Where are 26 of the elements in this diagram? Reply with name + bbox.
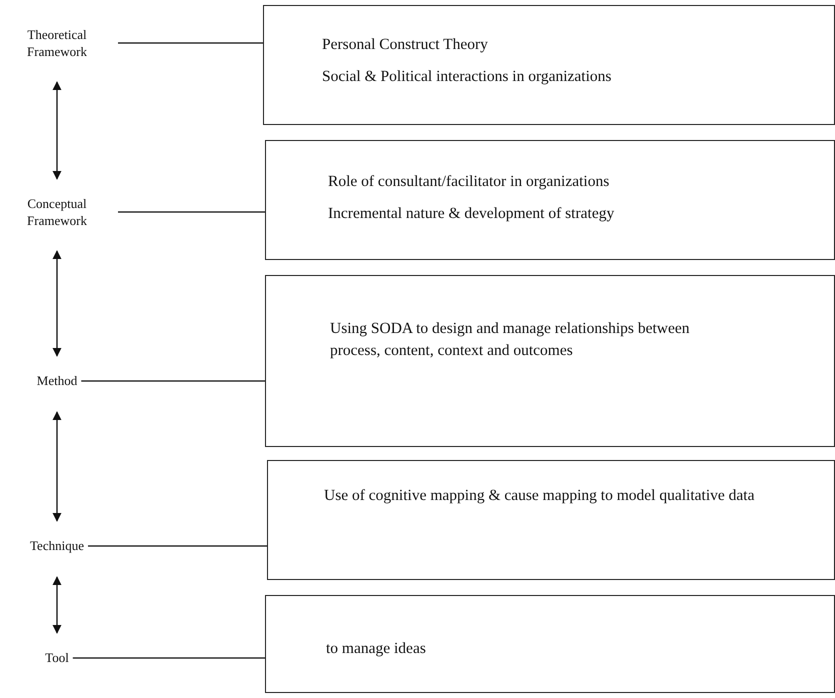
level-label: Tool xyxy=(45,649,69,666)
content-box xyxy=(265,595,835,693)
content-box xyxy=(265,275,835,447)
connector-line xyxy=(118,42,263,44)
connector-line xyxy=(118,211,265,213)
level-label: Method xyxy=(36,372,78,389)
content-box xyxy=(265,140,835,260)
double-arrow xyxy=(52,576,62,634)
connector-line xyxy=(81,380,265,382)
double-arrow xyxy=(52,411,62,522)
level-label: Theoretical Framework xyxy=(26,26,88,60)
box-text: Role of consultant/facilitator in organizations xyxy=(328,172,610,192)
box-text: to manage ideas xyxy=(326,639,427,659)
level-label: Conceptual Framework xyxy=(26,195,88,229)
box-text: Social & Political interactions in organizations xyxy=(322,67,612,87)
box-text: Incremental nature & development of strategy xyxy=(328,204,616,224)
box-text: Use of cognitive mapping & cause mapping to model qualitative data xyxy=(324,486,756,506)
box-text: Personal Construct Theory xyxy=(322,35,489,55)
content-box xyxy=(263,5,835,125)
connector-line xyxy=(88,545,267,547)
double-arrow xyxy=(52,250,62,357)
double-arrow xyxy=(52,81,62,180)
box-text: Using SODA to design and manage relationships between process, content, context and outcomes xyxy=(330,319,690,361)
connector-line xyxy=(72,657,265,659)
level-label: Technique xyxy=(30,537,84,554)
content-box xyxy=(267,460,835,580)
